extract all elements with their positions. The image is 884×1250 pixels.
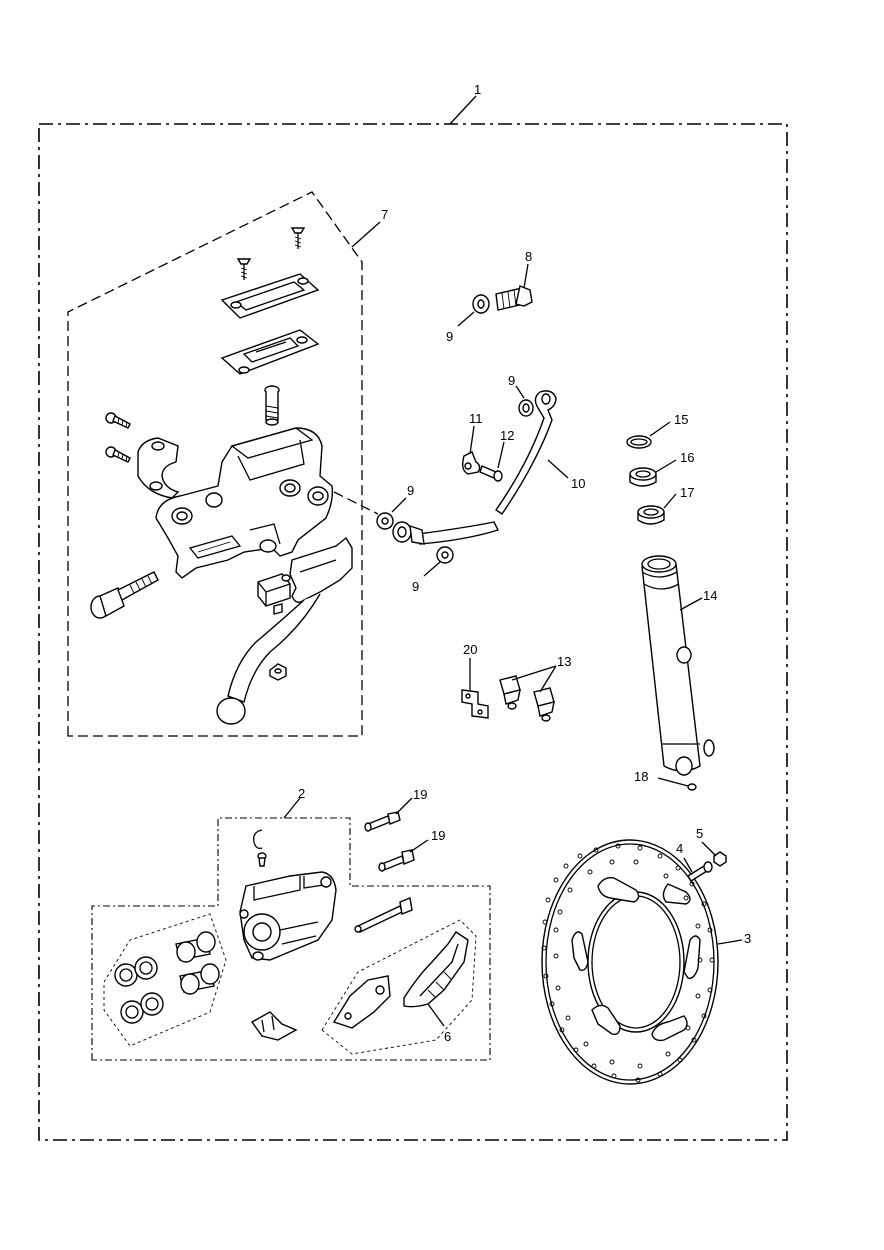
callout-13: 13	[557, 654, 571, 669]
callout-20: 20	[463, 642, 477, 657]
callout-7: 7	[381, 207, 388, 222]
callout-19-upper: 19	[413, 787, 427, 802]
reservoir-cap	[220, 273, 320, 319]
caliper-bleed-clip	[253, 829, 267, 867]
brake-pads	[321, 919, 477, 1055]
callout-8: 8	[525, 249, 532, 264]
brake-hose-assembly	[376, 285, 557, 564]
fork-parts	[626, 435, 715, 791]
callout-18: 18	[634, 769, 648, 784]
fork-oil-seal-ring	[626, 435, 652, 449]
banjo-bolt	[495, 285, 533, 311]
leader-lines	[391, 263, 743, 1027]
fork-lower-leg	[641, 555, 715, 776]
callout-10: 10	[571, 476, 585, 491]
caliper-parts	[103, 811, 477, 1055]
caliper-group-boundary	[91, 817, 491, 1061]
callout-17: 17	[680, 485, 694, 500]
callout-2: 2	[298, 786, 305, 801]
lever-pivot-bolt	[90, 571, 159, 619]
callout-5: 5	[696, 826, 703, 841]
callout-labels: 1 7 8 9 9 11 12 10 9 9 15 16 17 14 20 13…	[298, 82, 751, 1044]
fork-dust-seal	[637, 505, 665, 525]
callout-19-lower: 19	[431, 828, 445, 843]
bracket	[461, 689, 489, 719]
caliper-body	[239, 871, 337, 961]
fork-seal	[629, 467, 657, 487]
hose-guide-clip	[461, 451, 481, 475]
guide-pin-lower	[378, 849, 415, 872]
kit-boundary	[38, 123, 788, 1141]
callout-15: 15	[674, 412, 688, 427]
lever-nut	[269, 663, 287, 681]
pad-spring	[250, 1011, 298, 1041]
clamp-bolt-upper	[105, 412, 131, 429]
guide-pin-upper	[364, 811, 401, 832]
master-cylinder-group-boundary	[67, 191, 363, 737]
brake-lever	[216, 536, 353, 725]
callout-9-hose: 9	[508, 373, 515, 388]
brake-hose	[392, 390, 557, 545]
master-cylinder-body	[155, 427, 334, 579]
bleed-nipple-right	[533, 687, 555, 722]
sealing-washer-mid	[376, 512, 394, 530]
callout-9-mid: 9	[407, 483, 414, 498]
callout-6: 6	[444, 1029, 451, 1044]
cap-screw-right	[290, 227, 306, 249]
clip-screw	[479, 465, 503, 482]
fork-drain-washer	[687, 783, 697, 791]
brake-light-switch	[257, 573, 291, 615]
brake-disc	[541, 839, 719, 1085]
pad-retaining-pin	[354, 897, 413, 933]
handlebar-clamp	[137, 437, 180, 499]
seal-kit	[103, 913, 227, 1047]
sealing-washer-top	[472, 294, 490, 314]
callout-3: 3	[744, 931, 751, 946]
bleed-nipple-left	[499, 675, 521, 710]
disc-nut	[713, 851, 727, 867]
callout-12: 12	[500, 428, 514, 443]
sealing-washer-lower	[436, 546, 454, 564]
sealing-washer-upper-hose	[518, 399, 534, 417]
callout-14: 14	[703, 588, 717, 603]
disc-slots	[571, 876, 701, 1042]
diaphragm	[220, 329, 320, 375]
clamp-bolt-lower	[105, 446, 131, 463]
disc-holes	[541, 843, 715, 1083]
cap-screw-left	[236, 258, 252, 280]
callout-11: 11	[469, 411, 483, 426]
callout-1: 1	[474, 82, 481, 97]
disc-bolt	[687, 861, 713, 882]
master-cylinder-parts	[90, 227, 379, 725]
callout-9-top: 9	[446, 329, 453, 344]
callout-4: 4	[676, 841, 683, 856]
callout-9-low: 9	[412, 579, 419, 594]
pivot-bolt	[264, 385, 280, 426]
callout-16: 16	[680, 450, 694, 465]
